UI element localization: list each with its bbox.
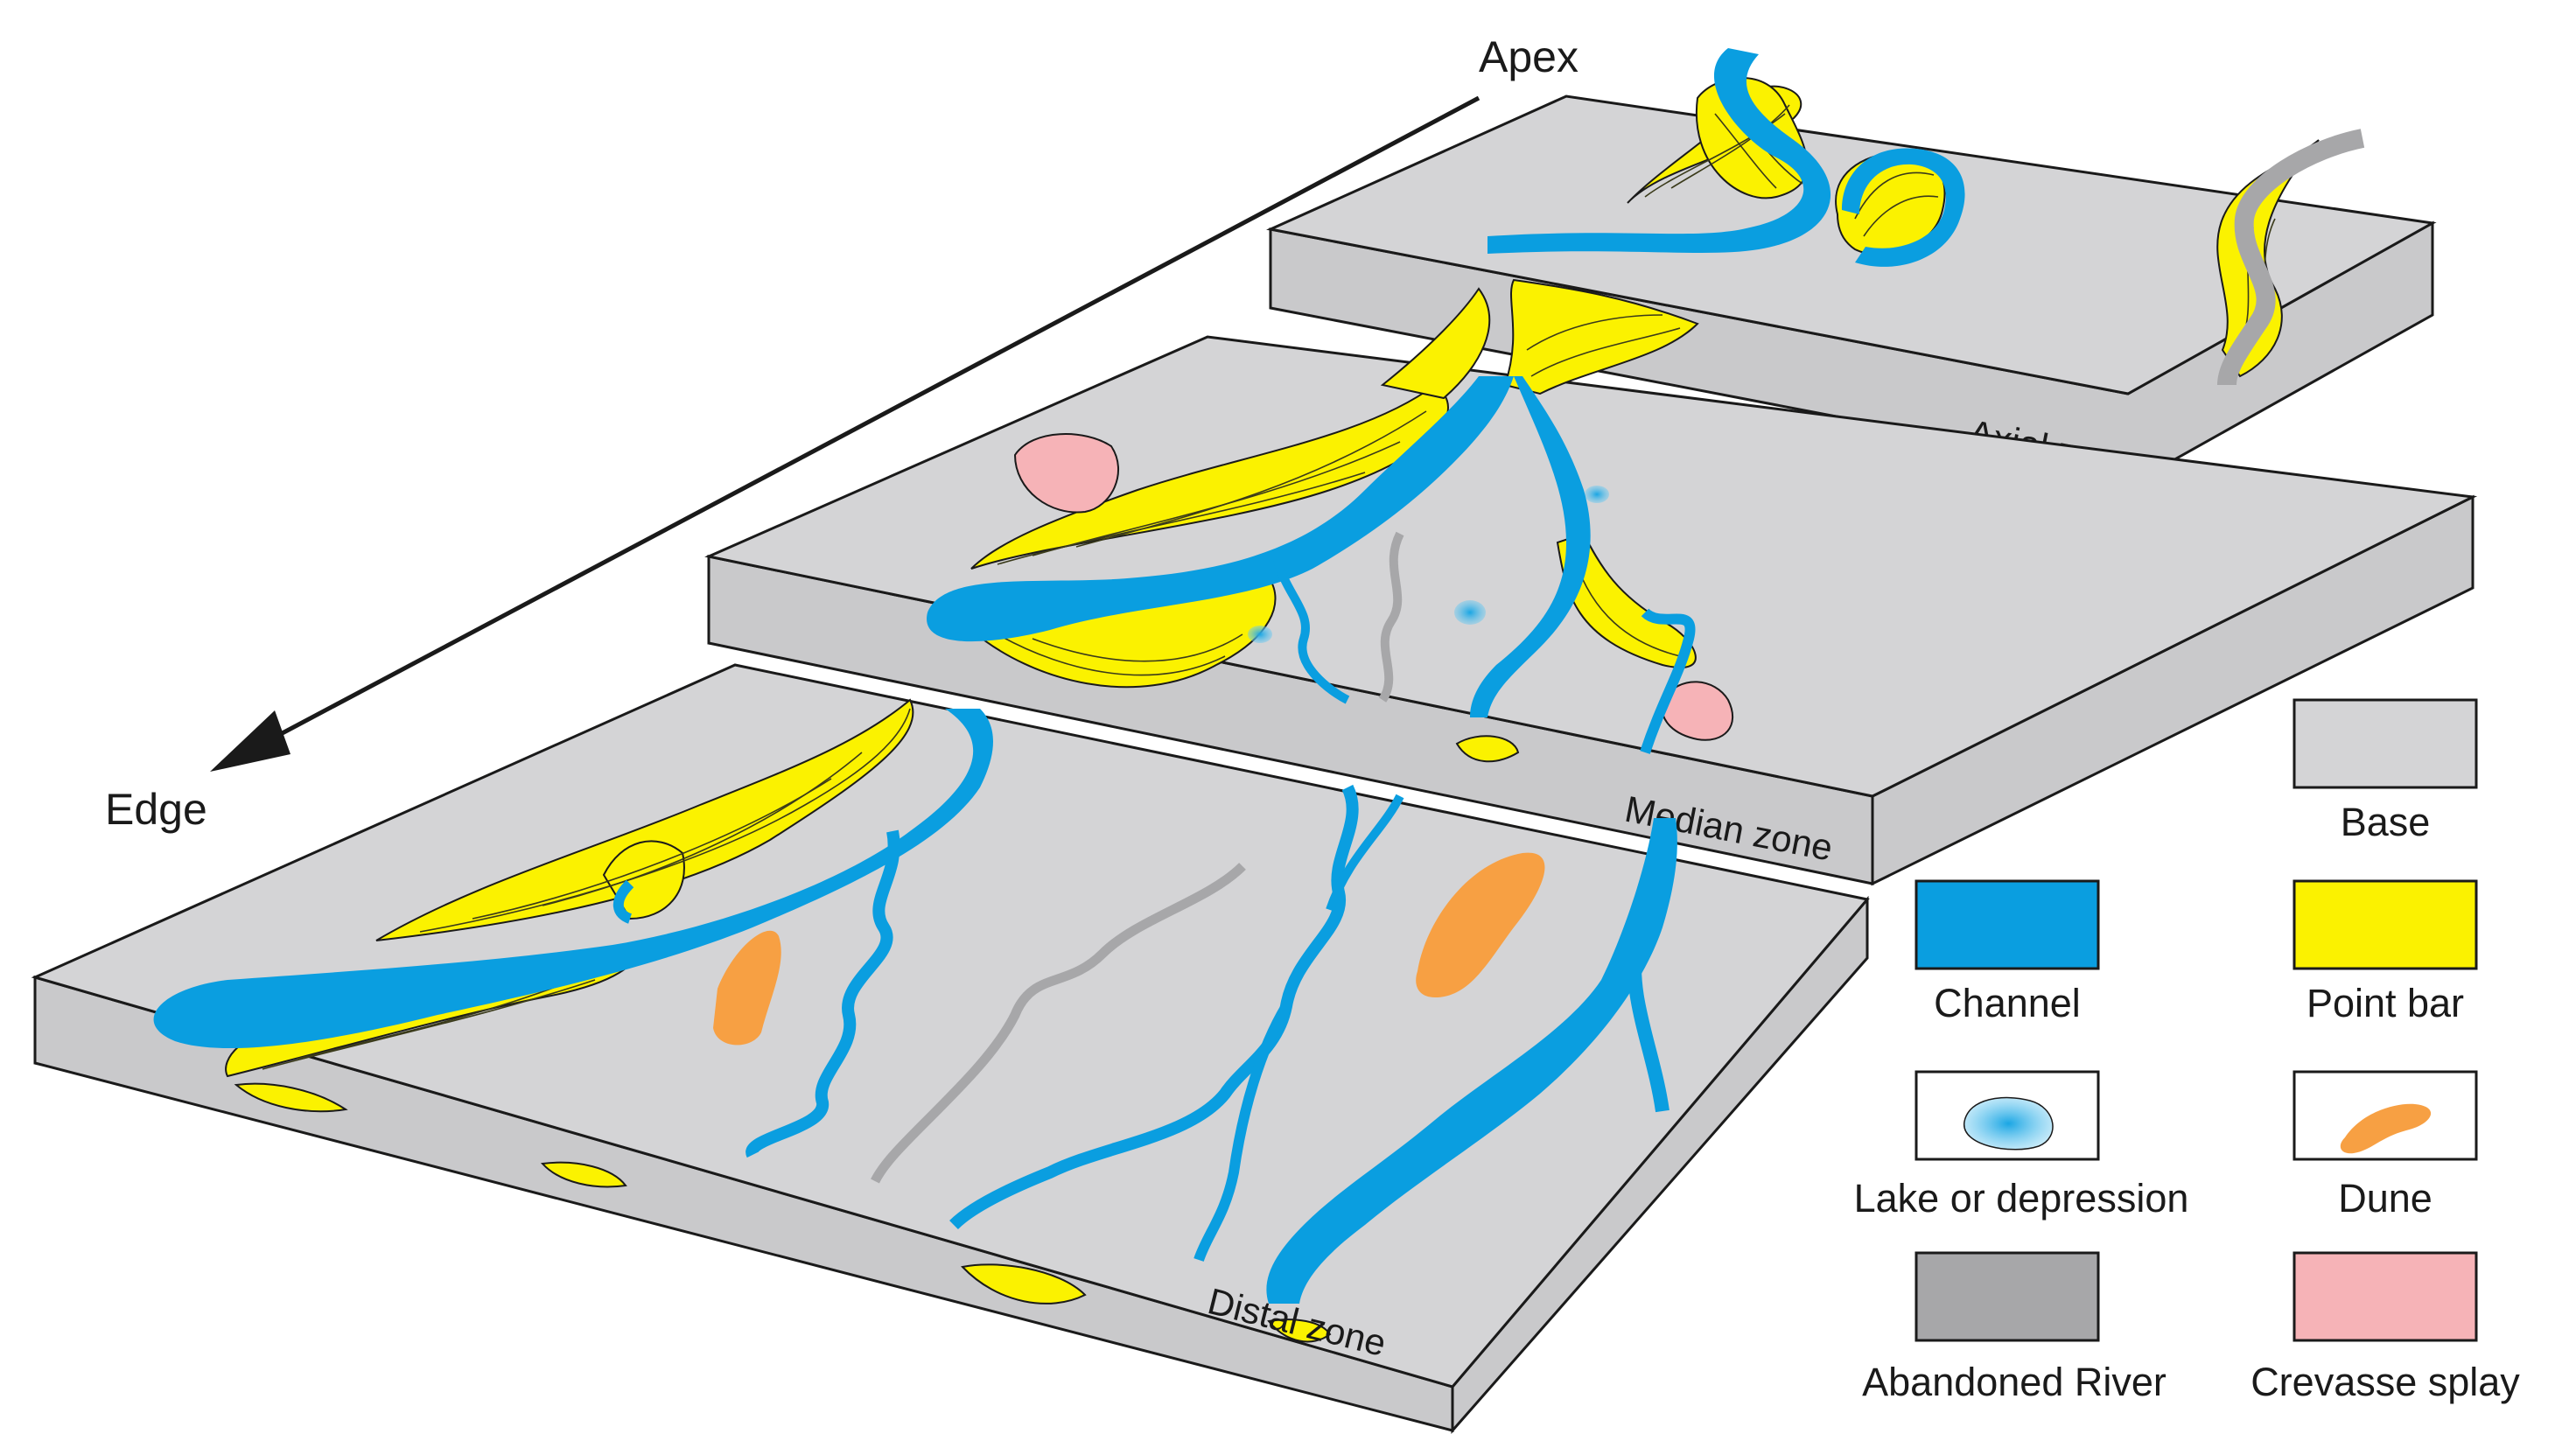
distal-dune <box>1416 852 1545 997</box>
apex-label: Apex <box>1479 32 1578 81</box>
distal-channel <box>153 709 994 1049</box>
legend-label-base: Base <box>2341 800 2431 844</box>
median-crevasse-splay <box>1013 433 1120 514</box>
legend-item-base: Base <box>2292 698 2478 844</box>
median-lake <box>1248 626 1272 643</box>
median-point-bar <box>1556 532 1697 668</box>
legend-swatch-channel <box>1914 879 2100 970</box>
distal-point-bar <box>961 1263 1087 1305</box>
median-channel <box>1640 608 1696 754</box>
distal-channel <box>746 829 900 1158</box>
legend-item-channel: Channel <box>1914 879 2100 1025</box>
distal-channel <box>612 879 634 924</box>
distal-zone-block: Distal zone <box>31 663 1870 1434</box>
median-zone-block: Median zone <box>704 278 2478 886</box>
legend-label-crevasse-splay: Crevasse splay <box>2250 1360 2520 1404</box>
axial-channel <box>1842 148 1965 267</box>
median-channel <box>1273 558 1350 704</box>
legend-label-abandoned-river: Abandoned River <box>1862 1360 2166 1404</box>
lake-icon <box>1964 1096 2054 1151</box>
distal-channel <box>1194 1003 1292 1263</box>
distal-point-bar <box>1267 1319 1332 1343</box>
distal-channel <box>1627 943 1670 1113</box>
distal-point-bar <box>234 1082 348 1113</box>
distal-dune <box>713 930 781 1046</box>
distal-channel <box>1326 794 1404 912</box>
legend: Base Point bar Channel Lake or depressio… <box>1854 698 2520 1404</box>
legend-item-crevasse-splay: Crevasse splay <box>2250 1251 2520 1404</box>
median-lake <box>1454 600 1486 625</box>
legend-item-dune: Dune <box>2292 1070 2478 1221</box>
legend-item-lake: Lake or depression <box>1854 1070 2189 1221</box>
median-crevasse-splay <box>1661 681 1733 741</box>
median-point-bar <box>1455 735 1520 763</box>
legend-swatch-crevasse-splay <box>2292 1251 2478 1342</box>
legend-label-point-bar: Point bar <box>2306 981 2464 1025</box>
legend-label-channel: Channel <box>1934 981 2081 1025</box>
direction-arrow: Apex Edge <box>105 32 1578 834</box>
legend-swatch-base <box>2292 698 2478 789</box>
edge-label: Edge <box>105 785 207 834</box>
axial-abandoned-river <box>2217 129 2365 386</box>
legend-label-lake: Lake or depression <box>1854 1176 2189 1221</box>
distal-channel <box>1266 818 1677 1304</box>
median-point-bar <box>1380 287 1491 400</box>
legend-label-dune: Dune <box>2338 1176 2432 1221</box>
median-lake <box>1585 486 1609 503</box>
distal-abandoned-river <box>871 863 1246 1184</box>
median-channel <box>927 376 1514 642</box>
legend-swatch-abandoned-river <box>1914 1251 2100 1342</box>
legend-swatch-point-bar <box>2292 879 2478 970</box>
median-channel <box>1470 376 1591 717</box>
distal-point-bar <box>540 1161 627 1188</box>
legend-item-point-bar: Point bar <box>2292 879 2478 1025</box>
legend-item-abandoned-river: Abandoned River <box>1862 1251 2166 1404</box>
dune-icon <box>2340 1103 2432 1154</box>
distal-zone-top <box>31 663 1870 1389</box>
median-abandoned-river <box>1378 531 1404 703</box>
axial-channel <box>1488 48 1831 254</box>
